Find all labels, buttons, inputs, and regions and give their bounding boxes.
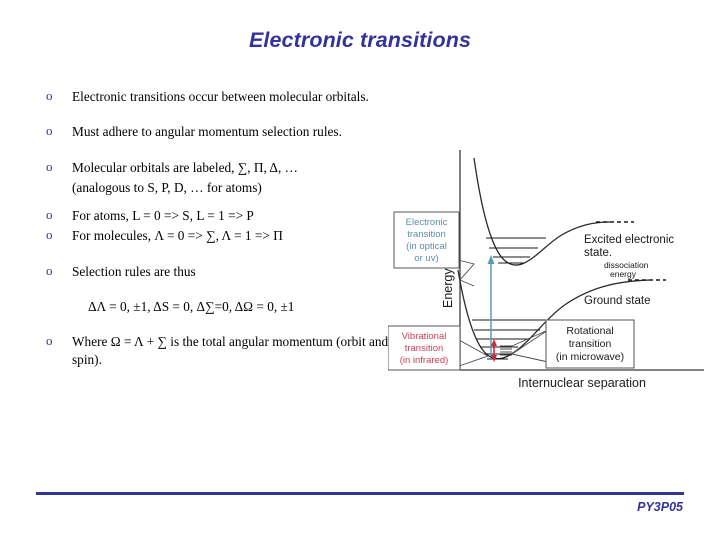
list-item: o Must adhere to angular momentum select… [44, 123, 404, 140]
ground-state-label: Ground state [584, 295, 650, 307]
bullet-marker: o [46, 333, 53, 349]
list-item-text: Electronic transitions occur between mol… [72, 89, 369, 104]
bullet-marker: o [46, 123, 53, 139]
separation-axis-label: Internuclear separation [518, 376, 646, 390]
rotational-callout-box [545, 319, 635, 369]
list-item: o Molecular orbitals are labeled, ∑, Π, … [44, 159, 404, 176]
excited-state-label-line1: Excited electronic [584, 234, 674, 246]
bullet-marker: o [46, 207, 53, 223]
footer-course-code: PY3P05 [637, 500, 683, 514]
vibrational-callout-leader [458, 339, 490, 367]
vibrational-callout-line1: Vibrational [402, 331, 447, 342]
electronic-callout-leader [457, 259, 475, 287]
list-item-text: For atoms, L = 0 => S, L = 1 => P [72, 208, 254, 224]
vibrational-callout-line3: (in infrared) [400, 355, 449, 366]
electronic-transition-arrowhead [487, 255, 495, 264]
rotational-callout-line3: (in microwave) [556, 351, 624, 363]
spacer [44, 196, 404, 207]
list-item: o For molecules, Λ = 0 => ∑, Λ = 1 => Π [44, 227, 404, 244]
bullet-marker: o [46, 88, 53, 103]
vibrational-callout-line2: transition [405, 343, 444, 354]
list-item-text: (analogous to S, P, D, … for atoms) [72, 179, 262, 195]
list-item: o Electronic transitions occur between m… [44, 88, 404, 105]
vibrational-callout-box [388, 325, 461, 371]
vibrational-arrowhead-down [491, 355, 497, 362]
spacer [44, 105, 404, 123]
list-item: o Where Ω = Λ + ∑ is the total angular m… [44, 333, 404, 368]
list-item: o For atoms, L = 0 => S, L = 1 => P [44, 207, 404, 224]
spacer [44, 141, 404, 159]
list-item-continuation: (analogous to S, P, D, … for atoms) [44, 179, 404, 196]
electronic-callout-line3: (in optical [406, 241, 447, 252]
rotational-callout-line1: Rotational [566, 325, 613, 337]
electronic-callout-line1: Electronic [406, 217, 448, 228]
list-item-text: Selection rules are thus [72, 263, 196, 279]
potential-energy-diagram: Energy Internuclear separation Excited e… [388, 140, 720, 402]
ground-state-curve [457, 269, 651, 360]
vibrational-arrowhead-up [491, 339, 497, 346]
page-title: Electronic transitions [248, 28, 472, 52]
list-item-text: Must adhere to angular momentum selectio… [72, 124, 342, 140]
spacer [44, 315, 404, 333]
dissociation-energy-label-line1: dissociation [604, 260, 649, 270]
bullet-marker: o [46, 227, 53, 243]
footer-divider [36, 492, 684, 495]
list-item-text: Where Ω = Λ + ∑ is the total angular mom… [72, 334, 389, 367]
list-item: o Selection rules are thus [44, 263, 404, 280]
bullet-marker: o [46, 158, 53, 174]
electronic-callout-box [393, 211, 460, 269]
bullet-list: o Electronic transitions occur between m… [44, 88, 404, 368]
electronic-callout-line2: transition [407, 229, 446, 240]
rotational-callout-leader [510, 329, 549, 363]
bullet-marker: o [46, 262, 53, 278]
selection-rules-formula: ΔΛ = 0, ±1, ΔS = 0, Δ∑=0, ΔΩ = 0, ±1 [88, 298, 295, 314]
energy-axis-label: Energy [441, 268, 455, 308]
electronic-callout-line4: or uv) [414, 253, 438, 264]
spacer [44, 280, 404, 298]
spacer [44, 245, 404, 263]
rotational-callout-line2: transition [569, 338, 612, 350]
excited-state-curve [473, 157, 611, 266]
list-item-text: For molecules, Λ = 0 => ∑, Λ = 1 => Π [72, 228, 283, 244]
dissociation-energy-label-line2: energy [610, 269, 637, 279]
excited-state-label-line2: state. [584, 247, 612, 259]
list-item-text: Molecular orbitals are labeled, ∑, Π, Δ,… [72, 159, 298, 175]
